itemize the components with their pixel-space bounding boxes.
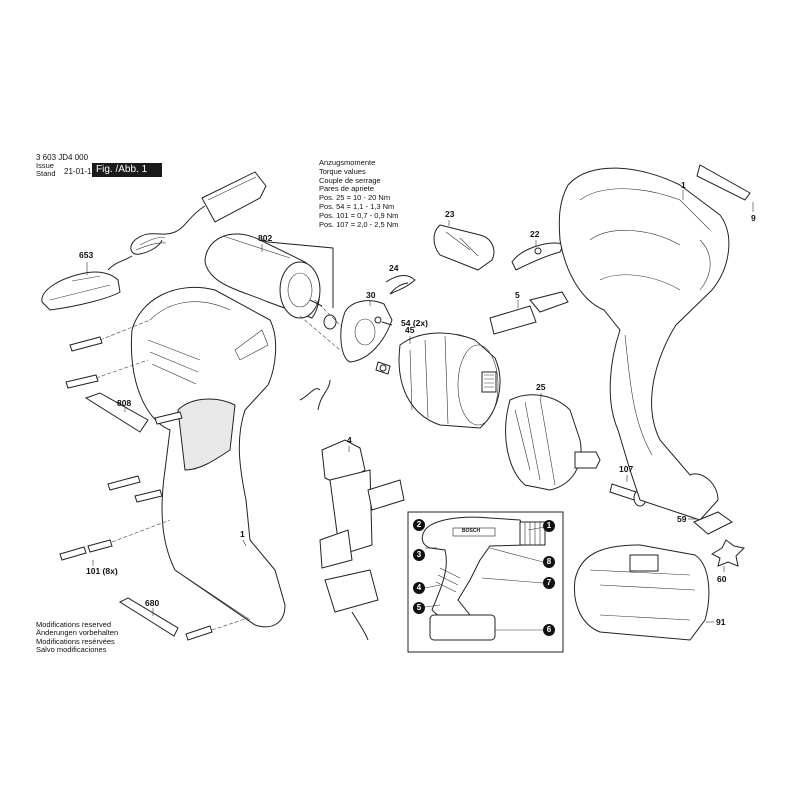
inset-callout-7: 7 bbox=[543, 577, 555, 589]
torque-line: Pos. 107 = 2,0 - 2,5 Nm bbox=[319, 219, 399, 229]
modifications-line: Modifications reserved bbox=[36, 620, 112, 629]
torque-line: Anzugsmomente bbox=[319, 158, 376, 167]
part-label-808: 808 bbox=[117, 398, 132, 408]
part-60-drawing bbox=[710, 539, 746, 567]
part-1-housing-right-drawing bbox=[558, 167, 730, 521]
part-label-24: 24 bbox=[389, 263, 399, 273]
inset-drill-drawing bbox=[421, 516, 546, 641]
part-label-680: 680 bbox=[145, 598, 160, 608]
part-24-spring-drawing bbox=[385, 275, 416, 295]
screw-small-drawing bbox=[375, 361, 391, 375]
part-91-battery-drawing bbox=[573, 544, 710, 641]
part-680-bit-drawing bbox=[118, 597, 179, 637]
part-label-23: 23 bbox=[445, 209, 455, 219]
part-label-25: 25 bbox=[536, 382, 546, 392]
torque-line: Pos. 54 = 1,1 - 1,3 Nm bbox=[319, 201, 395, 211]
part-5-drawing bbox=[489, 291, 569, 335]
torque-line: Torque values bbox=[319, 166, 366, 176]
part-label-802: 802 bbox=[258, 233, 273, 243]
part-label-22: 22 bbox=[530, 229, 540, 239]
part-label-5: 5 bbox=[515, 290, 520, 300]
part-808-label-drawing bbox=[84, 392, 149, 433]
leader-lines bbox=[86, 190, 754, 623]
part-4-switch-drawing bbox=[299, 379, 405, 641]
part-label-30: 30 bbox=[366, 290, 376, 300]
part-label-91: 91 bbox=[716, 617, 726, 627]
housing-screws-drawing bbox=[59, 319, 249, 641]
modifications-line: Änderungen vorbehalten bbox=[36, 628, 119, 638]
part-label-45: 45 bbox=[405, 325, 415, 335]
inset-callout-2: 2 bbox=[413, 519, 425, 531]
issue-label-en: Issue bbox=[36, 161, 54, 170]
inset-callout-1: 1 bbox=[543, 520, 555, 532]
modifications-notice: Modifications reserved Änderungen vorbeh… bbox=[36, 620, 119, 654]
part-label-9: 9 bbox=[751, 213, 756, 223]
inset-brand-text: BOSCH bbox=[462, 528, 481, 534]
part-label-101: 101 (8x) bbox=[86, 566, 118, 576]
part-9-label-drawing bbox=[696, 164, 751, 201]
part-label-1-bottom: 1 bbox=[240, 529, 245, 539]
part-label-4: 4 bbox=[347, 435, 352, 445]
inset-callout-8: 8 bbox=[543, 556, 555, 568]
part-label-60: 60 bbox=[717, 574, 727, 584]
part-30-plate-drawing bbox=[340, 300, 393, 372]
torque-line: Pos. 25 = 10 - 20 Nm bbox=[319, 193, 391, 203]
part-label-1-top: 1 bbox=[681, 180, 686, 190]
torque-line: Couple de serrage bbox=[319, 175, 381, 185]
part-45-gearbox-drawing bbox=[398, 332, 501, 429]
issue-label: Issue Stand bbox=[36, 162, 56, 178]
part-label-653: 653 bbox=[79, 250, 94, 260]
inset-callout-3: 3 bbox=[413, 549, 425, 561]
part-23-switch-drawing bbox=[433, 224, 495, 271]
part-label-107: 107 bbox=[619, 464, 634, 474]
inset-callout-5: 5 bbox=[413, 602, 425, 614]
part-22-drawing bbox=[511, 242, 565, 271]
inset-callout-6: 6 bbox=[543, 624, 555, 636]
issue-label-de: Stand bbox=[36, 169, 56, 178]
inset-frame bbox=[407, 511, 564, 653]
part-25-chuck-drawing bbox=[505, 394, 601, 491]
part-1-housing-left-drawing bbox=[130, 286, 286, 628]
modifications-line: Modifications resérvées bbox=[36, 636, 115, 646]
part-label-54: 54 (2x) bbox=[401, 318, 428, 328]
torque-line: Pos. 101 = 0,7 - 0,9 Nm bbox=[319, 210, 399, 220]
modifications-line: Salvo modificaciones bbox=[36, 644, 107, 654]
torque-line: Pares de apriete bbox=[319, 184, 375, 194]
charger-drawing bbox=[107, 171, 267, 271]
part-653-drawing bbox=[41, 271, 121, 311]
part-802-motor-drawing bbox=[204, 233, 346, 351]
part-59-drawing bbox=[693, 511, 733, 535]
inset-callout-4: 4 bbox=[413, 582, 425, 594]
figure-label: Fig. /Abb. 1 bbox=[92, 163, 162, 177]
part-label-59: 59 bbox=[677, 514, 687, 524]
issue-date: 21-01-13 bbox=[64, 167, 97, 176]
document-number: 3 603 JD4 000 bbox=[36, 153, 89, 162]
torque-values: Anzugsmomente Torque values Couple de se… bbox=[319, 158, 399, 229]
